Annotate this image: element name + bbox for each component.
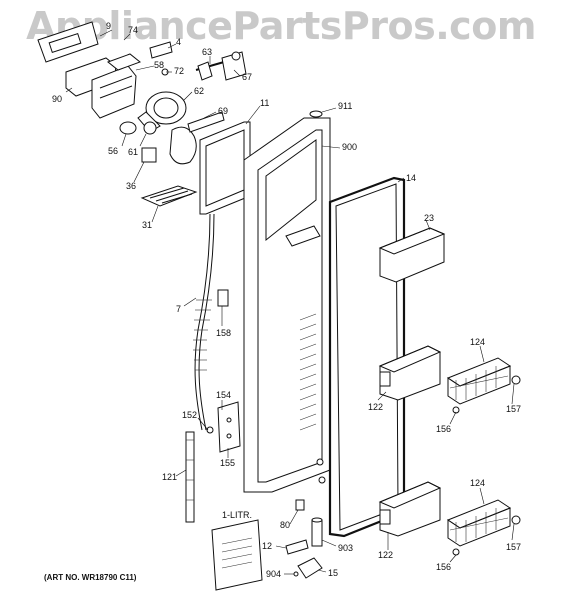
callout-904: 904 [266, 569, 281, 579]
auger-motor-part [137, 91, 187, 133]
callout-62: 62 [194, 86, 204, 96]
callout-911: 911 [338, 101, 352, 111]
watermark: AppliancePartsPros.com [26, 4, 536, 48]
water-tube-part [311, 517, 323, 547]
wire-harness-part [193, 213, 215, 431]
nozzle-part [293, 557, 323, 579]
clip-part [217, 289, 229, 307]
door-outer-part [243, 110, 331, 493]
rod-bracket-part [195, 51, 247, 81]
small-bracket-part [149, 41, 173, 76]
callout-156-upper: 156 [436, 424, 451, 434]
callout-58: 58 [154, 60, 164, 70]
manual-label: 1-LITR. [222, 510, 252, 520]
dispenser-frame-part [199, 121, 251, 215]
hinge-bracket-part [206, 401, 241, 453]
control-board-part [37, 21, 99, 63]
leader-lines [65, 29, 515, 575]
callout-154: 154 [216, 390, 231, 400]
callout-31: 31 [142, 220, 152, 230]
callout-4: 4 [176, 37, 181, 47]
callout-122-lower: 122 [378, 550, 393, 560]
callout-7: 7 [176, 304, 181, 314]
callout-900: 900 [342, 142, 357, 152]
lower-wire-basket-part [446, 499, 521, 556]
actuator-part [169, 111, 225, 165]
callout-155: 155 [220, 458, 235, 468]
callout-67: 67 [242, 72, 252, 82]
callout-157-lower: 157 [506, 542, 521, 552]
dispenser-module-part [65, 53, 142, 119]
callout-15: 15 [328, 568, 338, 578]
callout-152: 152 [182, 410, 197, 420]
callout-63: 63 [202, 47, 212, 57]
door-stop-pin-part [316, 458, 326, 484]
callout-90: 90 [52, 94, 62, 104]
callout-122-upper: 122 [368, 402, 383, 412]
art-number: (ART NO. WR18790 C11) [44, 573, 137, 582]
callout-156-lower: 156 [436, 562, 451, 572]
top-door-bin-part [378, 227, 446, 283]
door-gasket-part [328, 176, 406, 538]
callout-11: 11 [260, 98, 269, 108]
callout-56: 56 [108, 146, 118, 156]
callout-69: 69 [218, 106, 228, 116]
callout-80: 80 [280, 520, 290, 530]
callout-74: 74 [128, 25, 138, 35]
callout-157-upper: 157 [506, 404, 521, 414]
callout-61: 61 [128, 147, 138, 157]
middle-door-bin-part [378, 345, 442, 401]
callout-14: 14 [406, 173, 416, 183]
clamp-part [285, 539, 309, 555]
bottom-door-bin-part [378, 481, 442, 537]
drip-tray-part [140, 185, 198, 207]
door-seal-strip-part [185, 431, 195, 523]
callout-72: 72 [174, 66, 184, 76]
callout-labels: 9 74 4 58 72 63 67 90 62 69 11 911 56 61… [52, 21, 521, 579]
callout-9: 9 [106, 21, 111, 31]
fitting-parts [119, 121, 157, 163]
callout-124-upper: 124 [470, 337, 485, 347]
screw-part [295, 499, 305, 511]
callout-121: 121 [162, 472, 177, 482]
upper-wire-basket-part [446, 357, 521, 414]
manual-booklet-part [211, 519, 263, 591]
callout-23: 23 [424, 213, 434, 223]
callout-158: 158 [216, 328, 231, 338]
callout-12: 12 [262, 541, 272, 551]
callout-124-lower: 124 [470, 478, 485, 488]
callout-903: 903 [338, 543, 353, 553]
callout-36: 36 [126, 181, 136, 191]
